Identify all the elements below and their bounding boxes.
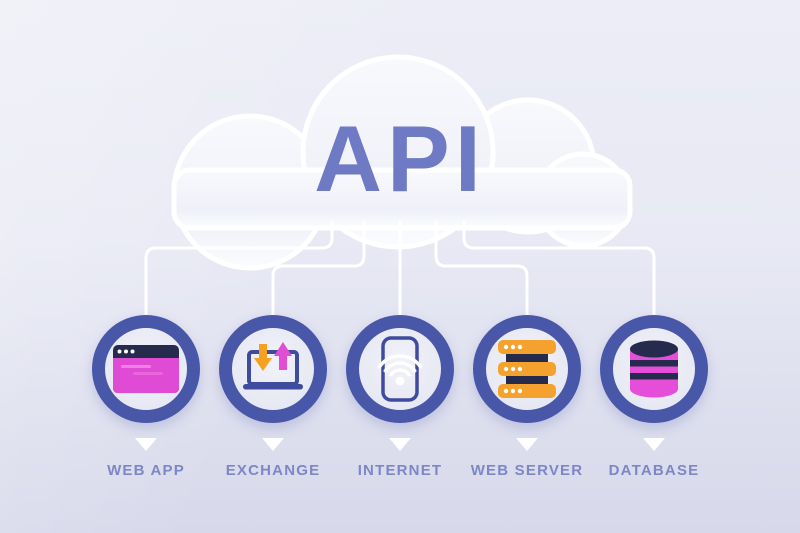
database-cylinder-icon [630, 340, 678, 398]
connector-exchange [271, 220, 366, 322]
node-ring [473, 315, 581, 423]
node-label-internet: INTERNET [357, 462, 443, 479]
down-triangle-pointer [516, 438, 538, 451]
node-label-web-app: WEB APP [107, 462, 185, 479]
down-triangle-pointer [643, 438, 665, 451]
node-label-database: DATABASE [608, 462, 700, 479]
api-cloud-title: API [314, 106, 486, 211]
node-exchange: EXCHANGE [208, 311, 338, 479]
server-stack-icon [498, 340, 556, 398]
connector-database [462, 220, 656, 322]
node-label-exchange: EXCHANGE [225, 462, 321, 479]
down-triangle-pointer [262, 438, 284, 451]
node-database: DATABASE [589, 311, 719, 479]
node-ring [219, 315, 327, 423]
connector-web-app [144, 220, 334, 322]
browser-window-icon [113, 345, 179, 393]
node-label-web-server: WEB SERVER [470, 462, 584, 479]
laptop-transfer-icon [243, 342, 303, 390]
node-ring [600, 315, 708, 423]
node-ring [346, 315, 454, 423]
down-triangle-pointer [389, 438, 411, 451]
node-ring [92, 315, 200, 423]
upload-arrow-icon [274, 342, 292, 370]
download-arrow-icon [254, 344, 272, 371]
connector-web-server [434, 220, 529, 322]
node-internet: INTERNET [335, 311, 465, 479]
node-web-server: WEB SERVER [462, 311, 592, 479]
wifi-icon [377, 354, 423, 377]
node-web-app: WEB APP [81, 311, 211, 479]
phone-wifi-icon [377, 336, 423, 402]
down-triangle-pointer [135, 438, 157, 451]
